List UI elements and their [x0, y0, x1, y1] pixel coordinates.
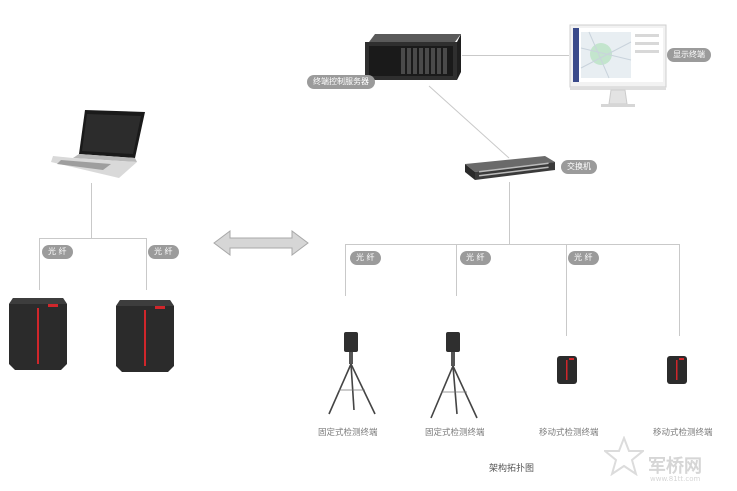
bidirectional-arrow-icon [213, 230, 309, 256]
left-drop-1 [39, 238, 40, 290]
fixed-terminal-1-label: 固定式检测终端 [318, 428, 378, 438]
right-drop-1 [345, 244, 346, 296]
watermark-text: 军桥网 [648, 456, 702, 477]
right-fiber-label-2: 光 纤 [460, 251, 491, 265]
tripod-terminal-icon [430, 332, 478, 419]
switch-drop-line [509, 182, 510, 244]
server-display-link [462, 55, 569, 56]
detector-unit-icon [116, 300, 174, 372]
detector-unit-icon [9, 298, 67, 370]
left-bus-line [39, 238, 147, 239]
right-fiber-label-3: 光 纤 [568, 251, 599, 265]
tripod-terminal-icon [328, 332, 376, 415]
mobile-terminal-icon [667, 356, 687, 384]
left-fiber-label-2: 光 纤 [148, 245, 179, 259]
right-drop-4 [679, 244, 680, 336]
monitor-icon [569, 24, 667, 107]
watermark-url: www.81tt.com [650, 475, 701, 483]
mobile-terminal-2-label: 移动式检测终端 [653, 428, 713, 438]
server-icon [365, 34, 461, 80]
switch-label: 交换机 [561, 160, 597, 174]
diagram-title: 架构拓扑图 [489, 464, 535, 474]
star-logo-icon [604, 436, 644, 476]
left-fiber-label-1: 光 纤 [42, 245, 73, 259]
left-drop-2 [146, 238, 147, 290]
mobile-terminal-1-label: 移动式检测终端 [539, 428, 599, 438]
laptop-drop-line [91, 183, 92, 238]
fixed-terminal-2-label: 固定式检测终端 [425, 428, 485, 438]
right-fiber-label-1: 光 纤 [350, 251, 381, 265]
server-label: 终端控制服务器 [307, 75, 375, 89]
server-switch-link [428, 85, 510, 159]
laptop-icon [51, 110, 145, 178]
right-drop-2 [456, 244, 457, 296]
right-bus-line [345, 244, 680, 245]
mobile-terminal-icon [557, 356, 577, 384]
display-label: 显示终端 [667, 48, 711, 62]
right-drop-3 [566, 244, 567, 336]
network-switch-icon [465, 156, 555, 180]
